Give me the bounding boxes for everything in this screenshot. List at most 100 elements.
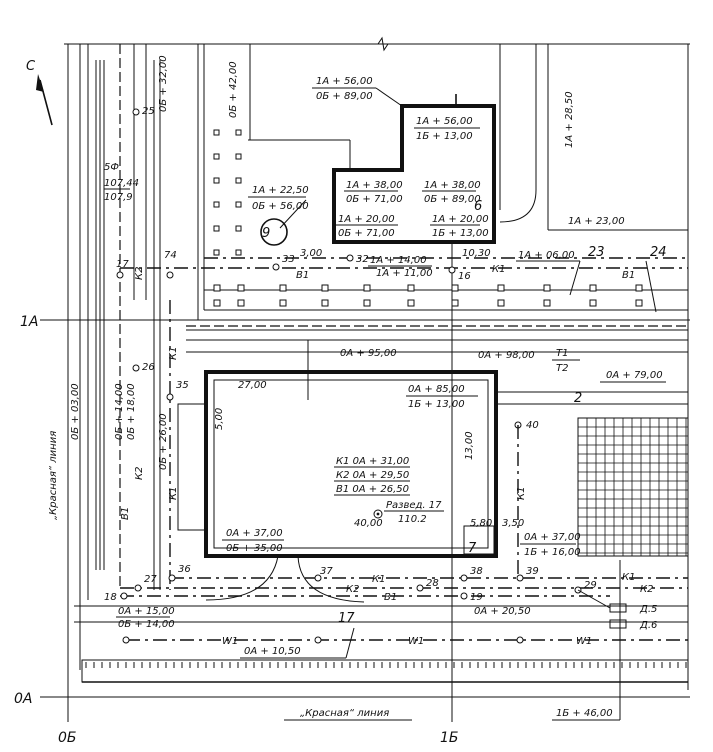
well-40: 40: [526, 420, 539, 431]
column-markers-left: [213, 129, 242, 256]
label-1030: 10,30: [462, 248, 491, 259]
net-label-k2-lower-right: К2: [640, 584, 653, 595]
label-1a38-right: 1А + 38,00: [424, 180, 481, 191]
connection-d5-d6: Д.5 Д.6: [577, 589, 657, 631]
well-38: 38: [470, 566, 483, 577]
building-7-inner: [213, 379, 489, 549]
net-label-k2-vertical-lower: К2: [134, 467, 145, 480]
net-label-k1-vertical: К1: [168, 347, 179, 360]
mark-5f-elev1: 107,44: [104, 178, 139, 189]
label-0b26: 0Б + 26,00: [158, 413, 169, 470]
red-line-label-vertical: „Красная“ линия: [48, 431, 59, 520]
label-1a56-top: 1А + 56,00: [316, 76, 373, 87]
survey-mark-5f: 5Ф 107,44 107,9: [104, 162, 139, 203]
building-6-outline: [332, 104, 496, 244]
borehole-label: Развед. 17: [386, 500, 442, 511]
label-0b56: 0Б + 56,00: [252, 201, 309, 212]
well-17: 17: [116, 259, 129, 270]
number-24: 24: [650, 245, 667, 260]
label-300: 3,00: [300, 248, 322, 259]
net-label-w1-a: W1: [222, 636, 238, 647]
net-label-k1-upper: К1: [492, 264, 505, 275]
red-line-strip: [81, 659, 689, 683]
well-16: 16: [458, 271, 471, 282]
label-580: 5,80: [470, 518, 492, 529]
red-line-ticks: [85, 662, 687, 668]
label-0a95: 0А + 95,00: [340, 348, 397, 359]
net-label-b1-vertical: В1: [120, 507, 131, 520]
net-label-w1-b: W1: [408, 636, 424, 647]
paved-area-grid: [577, 417, 689, 557]
label-0b35: 0Б + 35,00: [226, 543, 283, 554]
north-arrow: С: [26, 59, 53, 126]
net-label-k1-right: К1: [516, 487, 527, 500]
label-1a11: 1А + 11,00: [376, 268, 433, 279]
well-26: 26: [142, 362, 155, 373]
left-road: [79, 44, 171, 670]
axis-label-1b: 1Б: [440, 730, 459, 746]
label-k2-0a29: К2 0А + 29,50: [336, 470, 409, 481]
net-label-b1-upper: В1: [296, 270, 309, 281]
net-label-b1-lower: В1: [384, 592, 397, 603]
label-b1-0a26: В1 0А + 26,50: [336, 484, 409, 495]
top-break-mark: [377, 36, 389, 52]
label-4000: 40,00: [354, 518, 383, 529]
well-37: 37: [320, 566, 333, 577]
label-0a85: 0А + 85,00: [408, 384, 465, 395]
well-35: 35: [176, 380, 189, 391]
column-markers-bottom: [213, 284, 643, 307]
net-label-t1: Т1: [556, 348, 568, 359]
net-label-k1-lower: К1: [372, 574, 385, 585]
label-0b32: 0Б + 32,00: [158, 55, 169, 112]
label-0b18: 0Б + 18,00: [126, 383, 137, 440]
well-74: 74: [164, 250, 177, 261]
well-28: 28: [426, 578, 439, 589]
well-19: 19: [470, 592, 483, 603]
net-label-k1-vertical-lower: К1: [168, 487, 179, 500]
label-1a20-right: 1А + 20,00: [432, 214, 489, 225]
label-1b13-bottom: 1Б + 13,00: [432, 228, 489, 239]
label-0a10: 0А + 10,50: [244, 646, 301, 657]
well-32: 32: [356, 254, 369, 265]
label-0a37-left: 0А + 37,00: [226, 528, 283, 539]
upper-right-road: [499, 44, 688, 231]
mark-5f-label: 5Ф: [104, 162, 119, 173]
label-1b16: 1Б + 16,00: [524, 547, 581, 558]
wells-lower: 18 27 36 37 28 38 19 39 29: [104, 564, 597, 603]
label-1a38-left: 1А + 38,00: [346, 180, 403, 191]
label-1a56-inner: 1А + 56,00: [416, 116, 473, 127]
label-0a37-right: 0А + 37,00: [524, 532, 581, 543]
label-0b89-right: 0Б + 89,00: [424, 194, 481, 205]
well-39: 39: [526, 566, 539, 577]
borehole-17: Развед. 17 110.2: [373, 500, 444, 525]
label-0a20: 0А + 20,50: [474, 606, 531, 617]
number-2: 2: [574, 391, 582, 406]
well-25: 25: [142, 106, 155, 117]
label-k1-0a31: К1 0А + 31,00: [336, 456, 409, 467]
building-6-number: 6: [474, 199, 482, 214]
label-1a06: 1А + 06,00: [518, 250, 575, 261]
label-1a20-left: 1А + 20,00: [338, 214, 395, 225]
label-0b71-bottom: 0Б + 71,00: [338, 228, 395, 239]
label-1300: 13,00: [464, 431, 475, 460]
well-33: 33: [282, 254, 295, 265]
mark-5f-elev2: 107,9: [104, 192, 133, 203]
net-label-t2: Т2: [556, 363, 568, 374]
label-0a98: 0А + 98,00: [478, 350, 535, 361]
label-1a22: 1А + 22,50: [252, 185, 309, 196]
label-0b14: 0Б + 14,00: [114, 383, 125, 440]
building-7-entrance: [177, 403, 207, 531]
label-350: 3,50: [502, 518, 524, 529]
axis-label-0a: 0А: [14, 691, 32, 707]
net-label-b1-upper-right: В1: [622, 270, 635, 281]
gate-arc-right: [297, 555, 365, 603]
wells-upper: 25 17 74 33 32 16 26: [116, 106, 471, 373]
net-label-k2-vertical: К2: [134, 267, 145, 280]
axis-label-0b: 0Б: [58, 730, 77, 746]
label-d6: Д.6: [639, 620, 657, 631]
north-label: С: [26, 59, 36, 74]
label-0b89-top: 0Б + 89,00: [316, 91, 373, 102]
label-1b13-b7: 1Б + 13,00: [408, 399, 465, 410]
net-label-k1-lower-right: К1: [622, 572, 635, 583]
label-500: 5,00: [214, 408, 225, 430]
